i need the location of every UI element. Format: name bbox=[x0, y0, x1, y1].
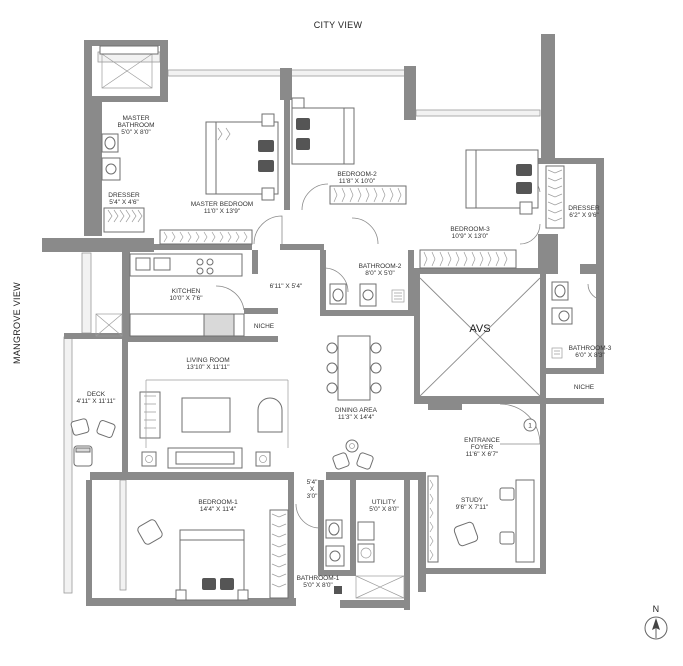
kitchen-counter bbox=[95, 253, 245, 337]
bedroom2-name: BEDROOM-2 bbox=[337, 171, 377, 178]
deck-name: DECK bbox=[87, 391, 106, 398]
utility-name: UTILITY bbox=[372, 499, 397, 506]
small-passage-h: 3'0" bbox=[307, 493, 318, 500]
bedroom3-name: BEDROOM-3 bbox=[450, 226, 490, 233]
entrance-marker-number: 1 bbox=[528, 423, 532, 430]
study-size: 9'6" X 7'11" bbox=[456, 504, 489, 511]
city-view-label: CITY VIEW bbox=[314, 20, 363, 30]
bathroom1-fixtures bbox=[325, 519, 345, 594]
utility-fixtures bbox=[355, 521, 405, 599]
door-swings bbox=[215, 177, 605, 529]
bedroom1-name: BEDROOM-1 bbox=[198, 499, 238, 506]
master-bed bbox=[205, 113, 279, 201]
bedroom2-size: 11'8" X 10'0" bbox=[339, 178, 376, 185]
master-bathroom-fixtures bbox=[101, 133, 121, 181]
dresser-left-wardrobe bbox=[103, 207, 145, 233]
bathroom3-fixtures bbox=[551, 281, 573, 359]
niche-kitchen-label: NICHE bbox=[254, 323, 275, 330]
bathroom1-size: 5'0" X 8'0" bbox=[303, 582, 333, 589]
entrance-name2: FOYER bbox=[471, 444, 494, 451]
small-passage-x: X bbox=[310, 486, 315, 493]
compass-icon bbox=[644, 616, 668, 640]
compass: N bbox=[644, 604, 668, 640]
master-bathroom-name1: MASTER bbox=[122, 115, 149, 122]
living-room-size: 13'10" X 11'11" bbox=[187, 364, 231, 371]
bedroom3-wardrobe bbox=[419, 249, 517, 269]
dining-name: DINING AREA bbox=[335, 407, 378, 414]
entrance-marker-circle bbox=[523, 418, 537, 432]
bedroom3-bed bbox=[465, 149, 539, 215]
passage-size: 6'11" X 5'4" bbox=[270, 283, 303, 290]
mangrove-view-label: MANGROVE VIEW bbox=[12, 282, 22, 364]
dining-size: 11'3" X 14'4" bbox=[338, 414, 375, 421]
bathroom2-name: BATHROOM-2 bbox=[359, 263, 402, 270]
deck-furniture bbox=[70, 418, 116, 467]
dining-table bbox=[326, 335, 382, 401]
living-room-furniture bbox=[139, 379, 289, 469]
kitchen-name: KITCHEN bbox=[172, 288, 201, 295]
dresser-right-size: 6'2" X 9'6" bbox=[569, 212, 599, 219]
avs-label: AVS bbox=[469, 323, 490, 335]
bedroom2-wardrobe bbox=[329, 185, 407, 205]
bathroom3-size: 6'0" X 8'3" bbox=[575, 352, 605, 359]
bedroom2-bed bbox=[291, 97, 355, 165]
niche-right-label: NICHE bbox=[574, 384, 595, 391]
dresser-right-name: DRESSER bbox=[568, 205, 600, 212]
bedroom1-wardrobe bbox=[269, 509, 289, 599]
master-bedroom-size: 11'0" X 13'9" bbox=[204, 208, 241, 215]
study-furniture bbox=[427, 475, 535, 563]
master-bathroom-name2: BATHROOM bbox=[117, 122, 154, 129]
dresser-left-name: DRESSER bbox=[108, 192, 140, 199]
compass-north-letter: N bbox=[653, 604, 660, 614]
dresser-right-wardrobe bbox=[545, 165, 565, 229]
bathroom2-fixtures bbox=[329, 283, 405, 307]
deck-size: 4'11" X 11'11" bbox=[77, 398, 117, 405]
living-room-name: LIVING ROOM bbox=[186, 357, 229, 364]
study-name: STUDY bbox=[461, 497, 484, 504]
bathroom2-size: 8'0" X 5'0" bbox=[365, 270, 395, 277]
bedroom1-size: 14'4" X 11'4" bbox=[200, 506, 237, 513]
master-bathroom-size: 5'0" X 8'0" bbox=[121, 129, 151, 136]
utility-size: 5'0" X 8'0" bbox=[369, 506, 399, 513]
avs-shaft bbox=[419, 277, 541, 397]
master-bedroom-name: MASTER BEDROOM bbox=[191, 201, 253, 208]
dresser-left-size: 5'4" X 4'6" bbox=[109, 199, 139, 206]
kitchen-size: 10'0" X 7'6" bbox=[169, 295, 203, 302]
small-passage-w: 5'4" bbox=[307, 479, 318, 486]
entrance-size: 11'6" X 6'7" bbox=[466, 451, 499, 458]
bedroom1-bed bbox=[137, 519, 249, 601]
bathroom3-name: BATHROOM-3 bbox=[569, 345, 612, 352]
bathroom1-name: BATHROOM-1 bbox=[297, 575, 340, 582]
bedroom3-size: 10'9" X 13'0" bbox=[452, 233, 489, 240]
master-bathroom-shower bbox=[99, 45, 159, 89]
entrance-name: ENTRANCE bbox=[464, 437, 500, 444]
master-bedroom-wardrobe bbox=[159, 229, 253, 245]
lounge-chairs bbox=[332, 439, 374, 470]
walls bbox=[42, 34, 604, 610]
